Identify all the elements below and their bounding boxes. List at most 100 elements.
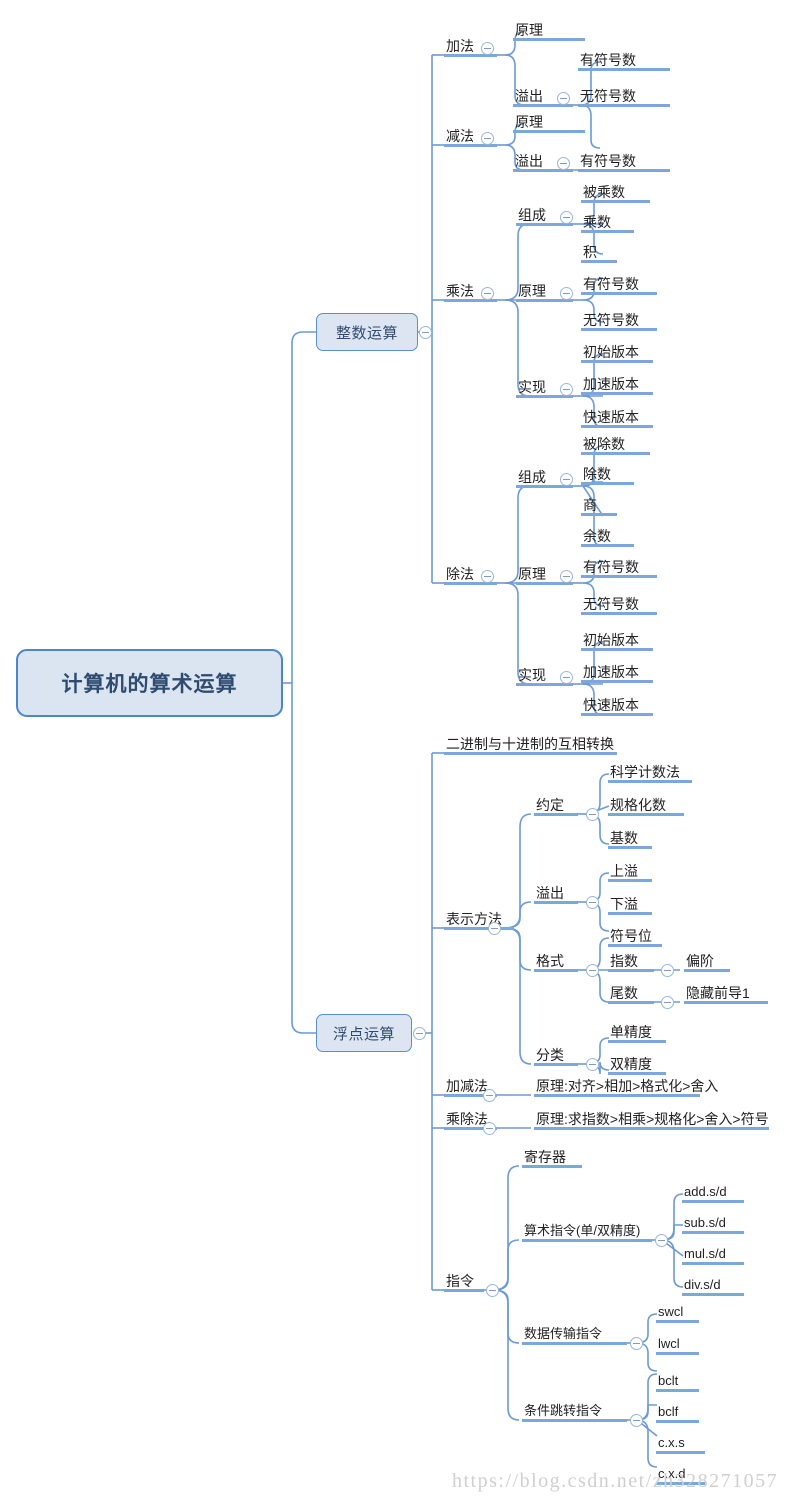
toggle-div-implementation[interactable] xyxy=(560,671,573,684)
node-registers[interactable]: 寄存器 xyxy=(522,1148,582,1168)
node-fp-add-sub-principle[interactable]: 原理:对齐>相加>格式化>舍入 xyxy=(534,1077,718,1097)
node-convention[interactable]: 约定 xyxy=(534,796,578,816)
toggle-fp-add-sub[interactable] xyxy=(483,1089,496,1102)
toggle-integer-arithmetic[interactable] xyxy=(419,326,432,339)
toggle-format[interactable] xyxy=(586,964,599,977)
toggle-convention[interactable] xyxy=(586,808,599,821)
node-fp-mul-div[interactable]: 乘除法 xyxy=(444,1110,497,1130)
node-normalized-number[interactable]: 规格化数 xyxy=(608,796,684,816)
node-mul-unsigned[interactable]: 无符号数 xyxy=(581,311,657,331)
node-classification[interactable]: 分类 xyxy=(534,1046,578,1066)
node-single-precision[interactable]: 单精度 xyxy=(608,1023,666,1043)
toggle-subtraction[interactable] xyxy=(481,132,494,145)
toggle-classification[interactable] xyxy=(586,1058,599,1071)
node-div-signed[interactable]: 有符号数 xyxy=(581,558,657,578)
node-div-impl-fast[interactable]: 快速版本 xyxy=(581,696,653,716)
toggle-div-composition[interactable] xyxy=(560,473,573,486)
toggle-representation[interactable] xyxy=(488,922,501,935)
node-scientific-notation[interactable]: 科学计数法 xyxy=(608,763,692,783)
toggle-sub-overflow[interactable] xyxy=(557,157,570,170)
node-mul-impl-initial[interactable]: 初始版本 xyxy=(581,343,653,363)
toggle-mul-implementation[interactable] xyxy=(560,383,573,396)
node-fp-add-sub[interactable]: 加减法 xyxy=(444,1077,497,1097)
node-instr-cxs[interactable]: c.x.s xyxy=(656,1434,705,1454)
node-mul-multiplier[interactable]: 乘数 xyxy=(581,213,634,233)
node-double-precision[interactable]: 双精度 xyxy=(608,1055,666,1075)
node-mul-impl-fast[interactable]: 快速版本 xyxy=(581,408,653,428)
node-instr-bclt[interactable]: bclt xyxy=(656,1372,699,1392)
toggle-fp-overflow[interactable] xyxy=(586,896,599,909)
branch-integer-arithmetic[interactable]: 整数运算 xyxy=(316,313,418,351)
node-sub-overflow[interactable]: 溢出 xyxy=(513,152,573,172)
node-div-divisor[interactable]: 除数 xyxy=(581,465,634,485)
node-div-impl-initial[interactable]: 初始版本 xyxy=(581,631,653,651)
node-div-impl-accelerated[interactable]: 加速版本 xyxy=(581,663,653,683)
toggle-division[interactable] xyxy=(481,570,494,583)
node-multiplication[interactable]: 乘法 xyxy=(444,282,497,302)
toggle-conditional-branch-instructions[interactable] xyxy=(630,1414,643,1427)
node-arithmetic-instructions[interactable]: 算术指令(单/双精度) xyxy=(522,1222,652,1242)
node-add-overflow[interactable]: 溢出 xyxy=(513,87,573,107)
node-mul-implementation[interactable]: 实现 xyxy=(516,378,573,398)
toggle-mul-composition[interactable] xyxy=(560,211,573,224)
node-division[interactable]: 除法 xyxy=(444,565,497,585)
node-mul-multiplicand[interactable]: 被乘数 xyxy=(581,183,650,203)
node-bias[interactable]: 偏阶 xyxy=(684,952,730,972)
toggle-instructions[interactable] xyxy=(486,1284,499,1297)
node-div-quotient[interactable]: 商 xyxy=(581,496,617,516)
node-sub-overflow-signed[interactable]: 有符号数 xyxy=(578,152,670,172)
node-overflow-down[interactable]: 下溢 xyxy=(608,895,652,915)
node-mul-composition[interactable]: 组成 xyxy=(516,206,573,226)
toggle-fp-mul-div[interactable] xyxy=(483,1122,496,1135)
node-instr-lwcl[interactable]: lwcl xyxy=(656,1335,699,1355)
toggle-mul-principle[interactable] xyxy=(560,287,573,300)
node-fp-mul-div-principle[interactable]: 原理:求指数>相乘>规格化>舍入>符号 xyxy=(534,1110,769,1130)
root-node[interactable]: 计算机的算术运算 xyxy=(16,649,283,717)
branch-floating-point[interactable]: 浮点运算 xyxy=(316,1014,412,1052)
toggle-data-transfer-instructions[interactable] xyxy=(630,1337,643,1350)
node-add-overflow-signed[interactable]: 有符号数 xyxy=(578,51,670,71)
node-div-dividend[interactable]: 被除数 xyxy=(581,435,650,455)
toggle-multiplication[interactable] xyxy=(481,287,494,300)
node-mul-signed[interactable]: 有符号数 xyxy=(581,275,657,295)
node-div-remainder[interactable]: 余数 xyxy=(581,527,634,547)
node-addition[interactable]: 加法 xyxy=(444,37,497,57)
node-div-principle[interactable]: 原理 xyxy=(516,565,573,585)
node-mul-principle[interactable]: 原理 xyxy=(516,282,573,302)
node-binary-decimal-conversion[interactable]: 二进制与十进制的互相转换 xyxy=(444,735,617,755)
toggle-exponent[interactable] xyxy=(661,964,674,977)
node-instr-div[interactable]: div.s/d xyxy=(682,1276,744,1296)
toggle-div-principle[interactable] xyxy=(560,570,573,583)
node-mantissa[interactable]: 尾数 xyxy=(608,984,654,1004)
toggle-addition[interactable] xyxy=(481,42,494,55)
toggle-floating-point[interactable] xyxy=(413,1027,426,1040)
node-format[interactable]: 格式 xyxy=(534,952,578,972)
node-mul-impl-accelerated[interactable]: 加速版本 xyxy=(581,375,653,395)
node-add-principle[interactable]: 原理 xyxy=(513,21,585,41)
toggle-mantissa[interactable] xyxy=(661,996,674,1009)
toggle-arithmetic-instructions[interactable] xyxy=(655,1234,668,1247)
node-fp-overflow[interactable]: 溢出 xyxy=(534,884,578,904)
node-subtraction[interactable]: 减法 xyxy=(444,127,497,147)
node-instr-add[interactable]: add.s/d xyxy=(682,1183,744,1203)
node-representation[interactable]: 表示方法 xyxy=(444,910,514,930)
node-hidden-leading-one[interactable]: 隐藏前导1 xyxy=(684,984,768,1004)
node-conditional-branch-instructions[interactable]: 条件跳转指令 xyxy=(522,1402,627,1422)
node-instructions[interactable]: 指令 xyxy=(444,1272,484,1292)
node-overflow-up[interactable]: 上溢 xyxy=(608,862,652,882)
node-instr-mul[interactable]: mul.s/d xyxy=(682,1245,744,1265)
node-radix[interactable]: 基数 xyxy=(608,829,652,849)
node-exponent[interactable]: 指数 xyxy=(608,952,654,972)
node-div-composition[interactable]: 组成 xyxy=(516,468,573,488)
node-sign-bit[interactable]: 符号位 xyxy=(608,927,662,947)
node-sub-principle[interactable]: 原理 xyxy=(513,113,585,133)
node-div-unsigned[interactable]: 无符号数 xyxy=(581,595,657,615)
node-add-overflow-unsigned[interactable]: 无符号数 xyxy=(578,87,670,107)
node-instr-cxd[interactable]: c.x.d xyxy=(656,1465,705,1485)
node-instr-bclf[interactable]: bclf xyxy=(656,1403,699,1423)
node-instr-swcl[interactable]: swcl xyxy=(656,1303,699,1323)
node-mul-product[interactable]: 积 xyxy=(581,243,617,263)
node-div-implementation[interactable]: 实现 xyxy=(516,666,573,686)
node-data-transfer-instructions[interactable]: 数据传输指令 xyxy=(522,1325,627,1345)
node-instr-sub[interactable]: sub.s/d xyxy=(682,1214,744,1234)
